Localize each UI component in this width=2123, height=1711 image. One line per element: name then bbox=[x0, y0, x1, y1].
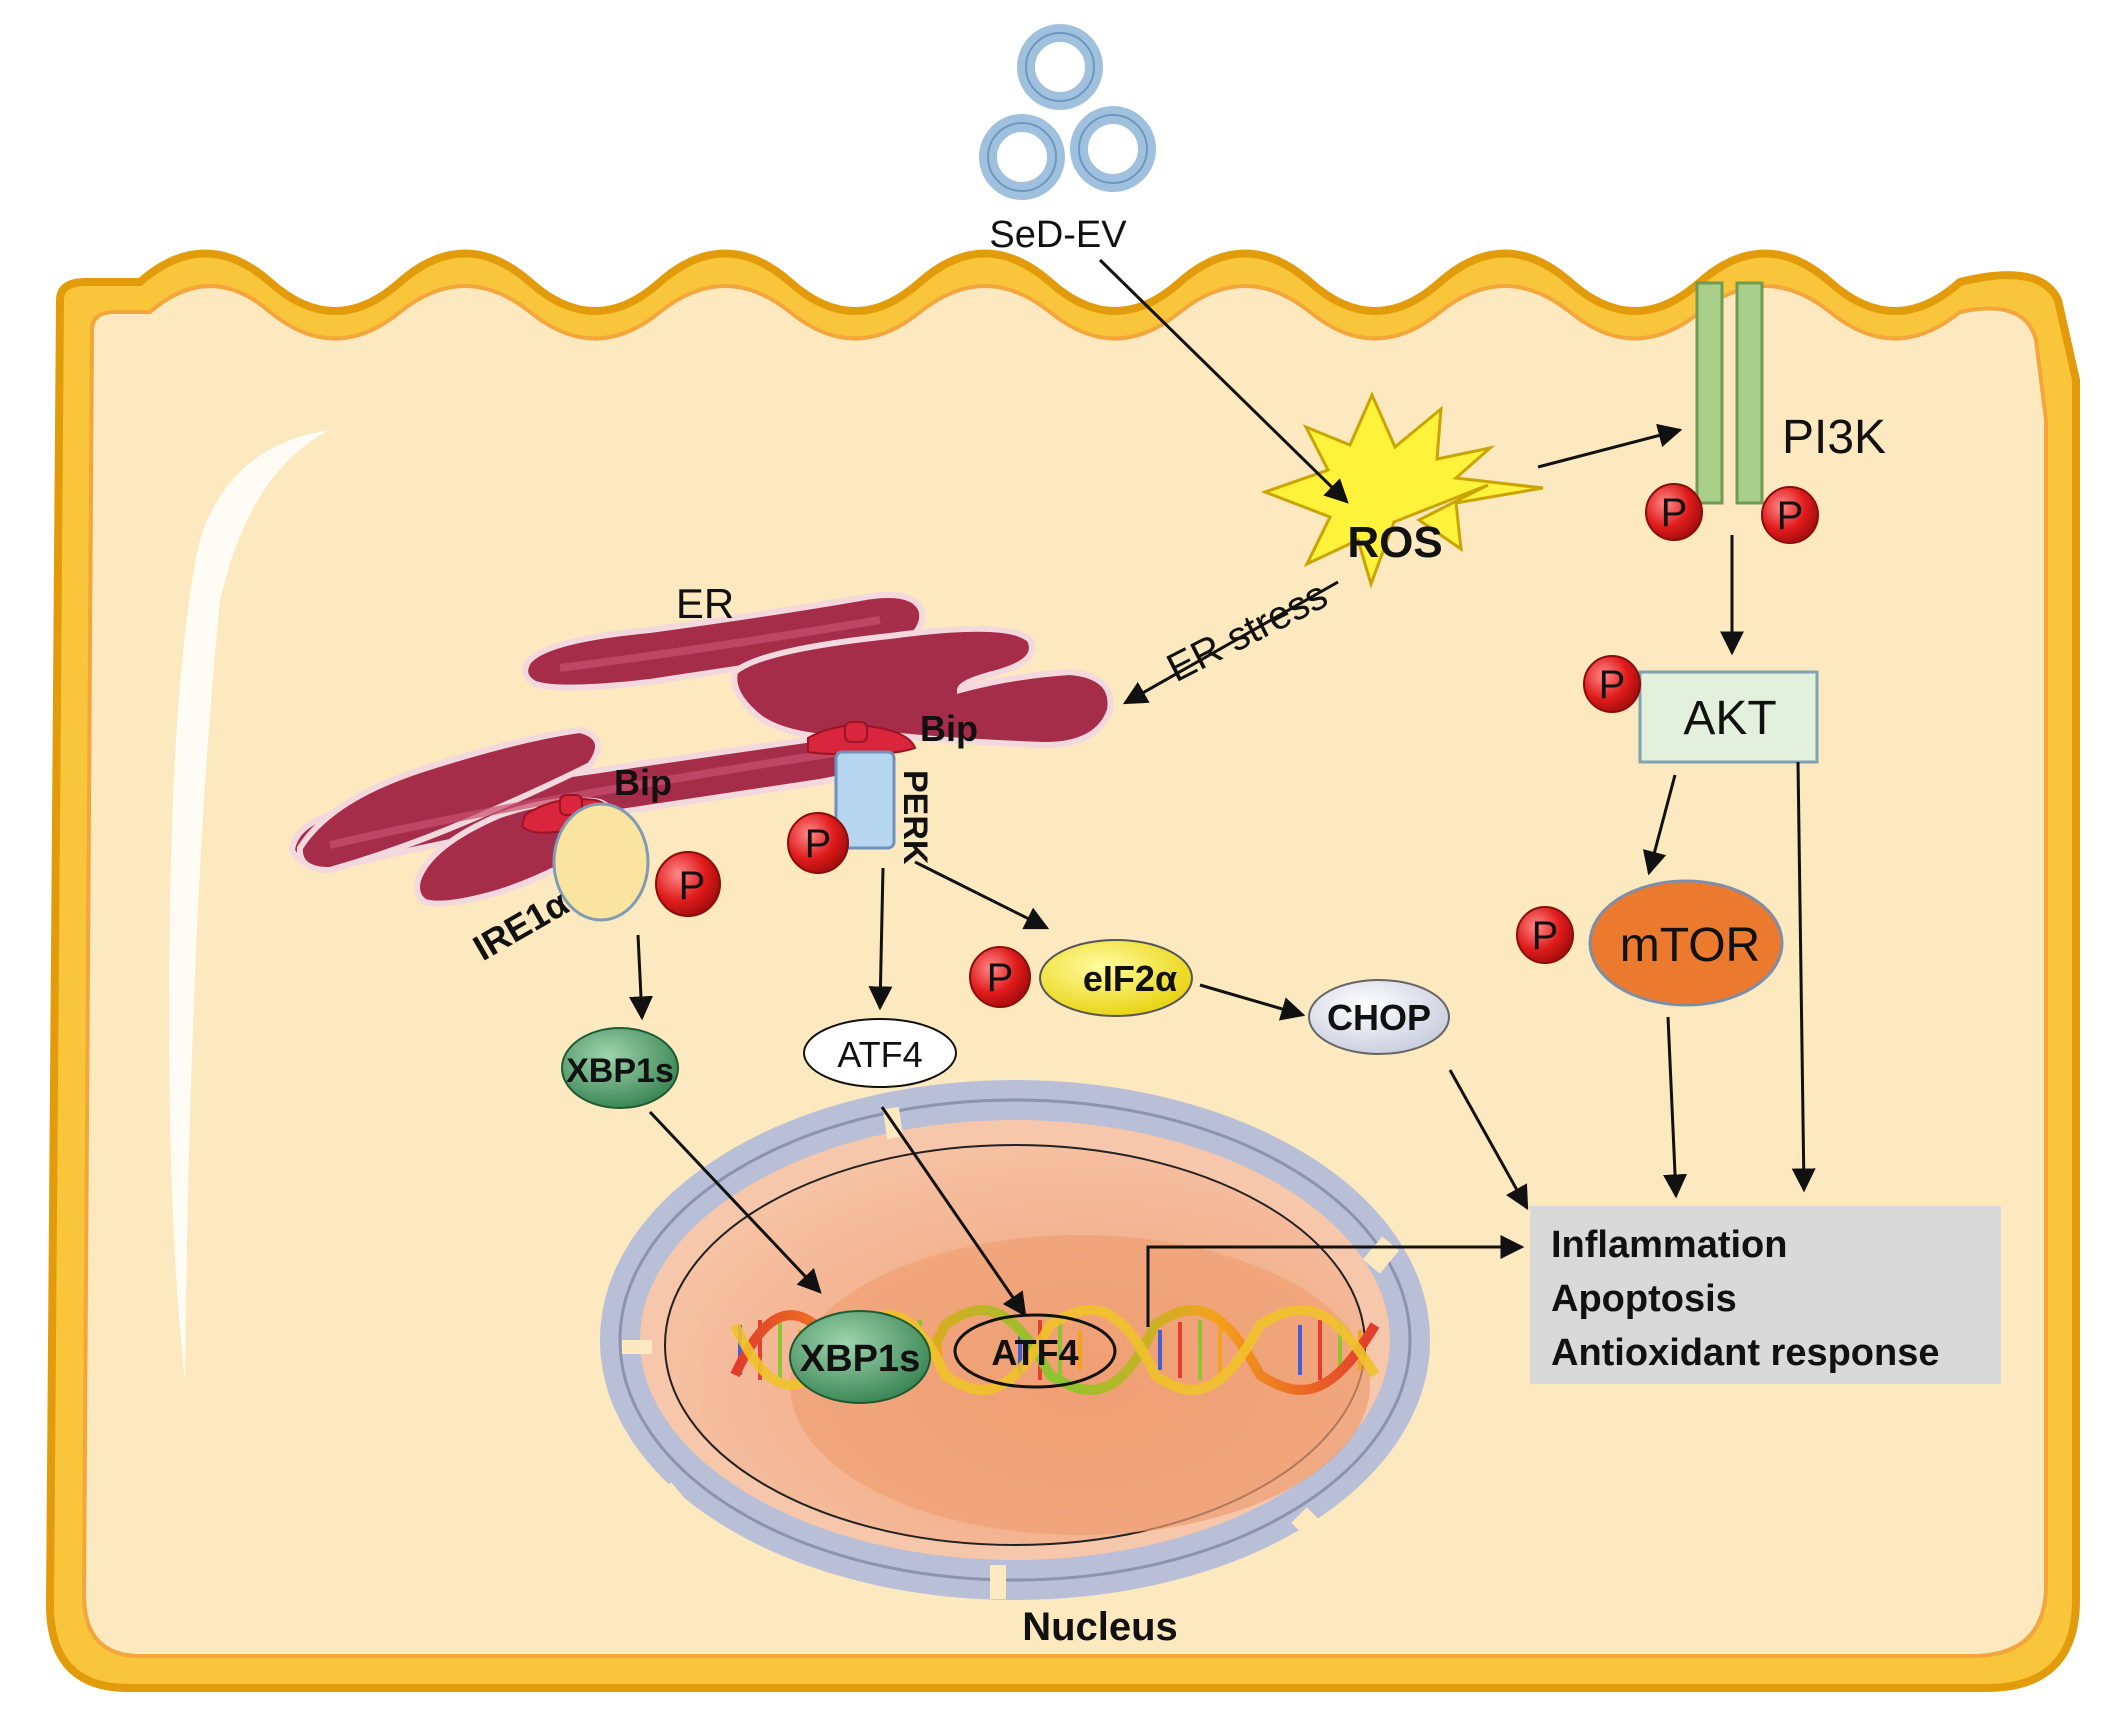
bip-right bbox=[807, 721, 917, 755]
svg-text:P: P bbox=[987, 956, 1014, 1000]
atf4-label: ATF4 bbox=[837, 1034, 922, 1075]
arrow-dna-to-outcome bbox=[1146, 1235, 1525, 1327]
cytoplasm-highlight bbox=[169, 430, 330, 1380]
xbp1s-label: XBP1s bbox=[566, 1052, 674, 1090]
chop-label: CHOP bbox=[1327, 997, 1431, 1038]
akt-phospho: P bbox=[1583, 655, 1641, 713]
arrow-ros-to-pi3k bbox=[1537, 423, 1683, 469]
svg-text:P: P bbox=[1599, 663, 1626, 707]
arrow-sedev-to-ros bbox=[1098, 258, 1349, 504]
atf4-nuclear-node bbox=[953, 1313, 1117, 1389]
svg-text:P: P bbox=[1532, 914, 1559, 958]
perk-label: PERK bbox=[896, 770, 934, 865]
pi3k-phospho-left: P bbox=[1645, 483, 1703, 541]
akt-box bbox=[1638, 670, 1819, 764]
svg-text:P: P bbox=[679, 864, 706, 908]
xbp1s-nuclear-node bbox=[789, 1310, 931, 1404]
arrow-perk-to-eif2a bbox=[914, 860, 1050, 930]
mtor-node bbox=[1588, 879, 1784, 1007]
bip-right-label: Bip bbox=[920, 708, 978, 749]
arrow-eif2a-to-chop bbox=[1199, 983, 1306, 1021]
arrow-akt-to-mtor bbox=[1642, 774, 1677, 876]
pi3k-phospho-right: P bbox=[1761, 486, 1819, 544]
xbp1s-node bbox=[561, 1027, 679, 1109]
outcome-antioxidant-response: Antioxidant response bbox=[1551, 1332, 1940, 1374]
sed-ev-label: SeD-EV bbox=[989, 214, 1127, 256]
pi3k-receptor bbox=[1695, 281, 1764, 505]
ire1a-phospho: P bbox=[655, 851, 721, 917]
nucleus bbox=[600, 1080, 1430, 1600]
pathway-arrows bbox=[628, 258, 1816, 1327]
svg-text:P: P bbox=[805, 822, 832, 866]
arrow-ire1a-to-xbp1s bbox=[628, 934, 653, 1021]
svg-text:P: P bbox=[1661, 491, 1688, 535]
atf4-nuclear-label: ATF4 bbox=[991, 1332, 1078, 1373]
arrow-chop-to-outcome bbox=[1448, 1069, 1529, 1211]
atf4-node bbox=[803, 1018, 957, 1088]
ros-burst bbox=[1260, 391, 1544, 589]
arrow-atf4-to-nucleus bbox=[880, 1106, 1027, 1317]
eif2a-phospho: P bbox=[969, 946, 1031, 1008]
arrow-xbp1s-to-nucleus bbox=[648, 1110, 822, 1294]
eif2a-label: eIF2α bbox=[1083, 958, 1177, 999]
arrow-mtor-to-outcome bbox=[1663, 1016, 1688, 1199]
svg-text:P: P bbox=[1777, 494, 1804, 538]
perk-phospho: P bbox=[787, 812, 849, 874]
chop-node bbox=[1308, 979, 1450, 1055]
ros-label: ROS bbox=[1347, 518, 1442, 567]
er-label: ER bbox=[676, 580, 734, 627]
akt-label: AKT bbox=[1683, 692, 1776, 745]
bip-left-label: Bip bbox=[614, 762, 672, 803]
perk-receptor bbox=[834, 750, 896, 850]
outcome-box bbox=[1530, 1206, 2001, 1384]
nucleus-label: Nucleus bbox=[1022, 1605, 1178, 1649]
eif2a-node bbox=[1039, 939, 1193, 1017]
mtor-phospho: P bbox=[1516, 906, 1574, 964]
outcome-inflammation: Inflammation bbox=[1551, 1224, 1787, 1266]
mtor-label: mTOR bbox=[1620, 919, 1760, 972]
arrow-ros-to-er bbox=[1122, 580, 1339, 705]
sed-ev-vesicles bbox=[979, 24, 1156, 200]
xbp1s-nuclear-label: XBP1s bbox=[800, 1338, 920, 1380]
pi3k-label: PI3K bbox=[1782, 411, 1886, 464]
arrow-perk-to-atf4 bbox=[868, 867, 893, 1011]
ire1a-protein bbox=[552, 802, 650, 922]
arrow-akt-to-outcome bbox=[1791, 761, 1816, 1193]
outcome-apoptosis: Apoptosis bbox=[1551, 1278, 1737, 1320]
